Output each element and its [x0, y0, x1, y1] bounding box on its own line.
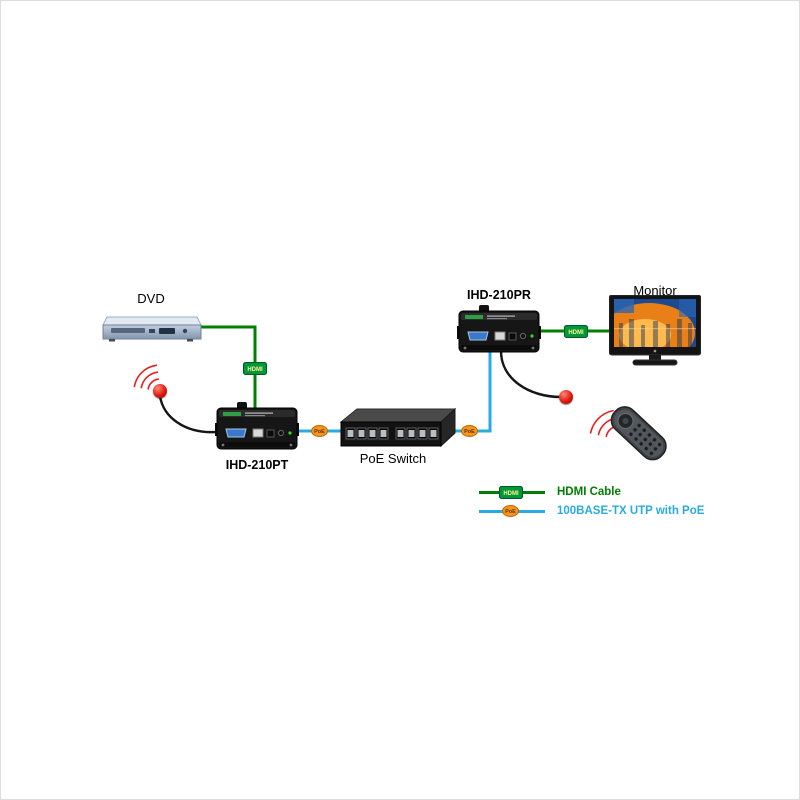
- hdmi-extender-receiver-icon: [457, 305, 541, 353]
- ir-receiver-cable: [499, 350, 562, 399]
- ir-receiver-icon: [559, 390, 573, 404]
- monitor-icon: [609, 295, 701, 366]
- poe-switch-icon: [339, 407, 457, 448]
- hdmi-cable-dvd-to-transmitter: [201, 325, 257, 411]
- hdmi-badge: HDMI: [499, 486, 523, 499]
- vga-port: [225, 428, 247, 438]
- monitor-label: Monitor: [633, 283, 677, 298]
- legend-hdmi-label: HDMI Cable: [557, 486, 621, 498]
- legend-utp-label: 100BASE-TX UTP with PoE: [557, 505, 705, 517]
- hdmi-badge-text: HDMI: [247, 367, 263, 373]
- vga-port: [467, 331, 489, 341]
- ir-emitter-cable: [158, 395, 218, 434]
- poe-badge-text: PoE: [314, 429, 325, 435]
- remote-control-icon: [610, 406, 667, 461]
- hdmi-badge-text: HDMI: [568, 330, 584, 336]
- status-led: [288, 431, 292, 435]
- monitor-stand-base: [632, 359, 678, 366]
- dvd-player-icon: [102, 316, 202, 342]
- hdmi-badge-text: HDMI: [503, 491, 519, 497]
- switch-ports: [345, 427, 439, 440]
- hdmi-badge: HDMI: [564, 325, 588, 338]
- remote-buttons: [628, 423, 662, 456]
- monitor-screen: [614, 299, 696, 347]
- status-led: [530, 334, 534, 338]
- power-button: [182, 328, 188, 334]
- poe-switch-label: PoE Switch: [359, 451, 427, 466]
- hdmi-badge: HDMI: [243, 362, 267, 375]
- poe-badge: PoE: [502, 505, 519, 517]
- receiver-label: IHD-210PR: [467, 288, 531, 302]
- ir-emitter-icon: [153, 384, 167, 398]
- poe-badge: PoE: [311, 425, 328, 437]
- dvd-display: [159, 328, 175, 334]
- disc-tray: [111, 328, 145, 333]
- poe-badge-text: PoE: [505, 509, 516, 515]
- ir-signal-waves-left: [133, 364, 160, 390]
- dvd-label: DVD: [137, 291, 165, 306]
- transmitter-label: IHD-210PT: [225, 458, 289, 472]
- poe-badge-text: PoE: [464, 429, 475, 435]
- hdmi-extender-transmitter-icon: [215, 402, 299, 450]
- monitor-stand-neck: [649, 355, 661, 360]
- poe-badge: PoE: [461, 425, 478, 437]
